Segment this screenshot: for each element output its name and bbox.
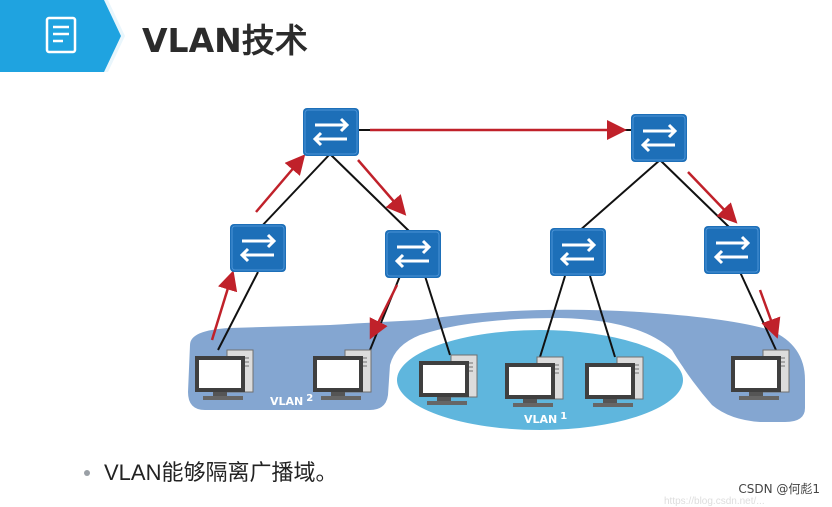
bullet-item: VLAN能够隔离广播域。 [84, 455, 337, 487]
core-switch-right [629, 112, 689, 164]
bullet-dot [84, 470, 90, 476]
broadcast-arrows [210, 120, 781, 341]
access-switch-3 [548, 226, 608, 278]
watermark: CSDN @何彪1 [738, 482, 820, 496]
access-switch-1 [228, 222, 288, 274]
access-switch-2 [383, 228, 443, 280]
access-switch-4 [702, 224, 762, 276]
document-icon [45, 16, 77, 54]
watermark-faint: https://blog.csdn.net/... [664, 496, 765, 507]
bullet-text: VLAN能够隔离广播域。 [104, 460, 338, 485]
page-title: VLAN技术 [142, 21, 308, 60]
core-switch-left [301, 106, 361, 158]
title-banner [0, 0, 125, 72]
